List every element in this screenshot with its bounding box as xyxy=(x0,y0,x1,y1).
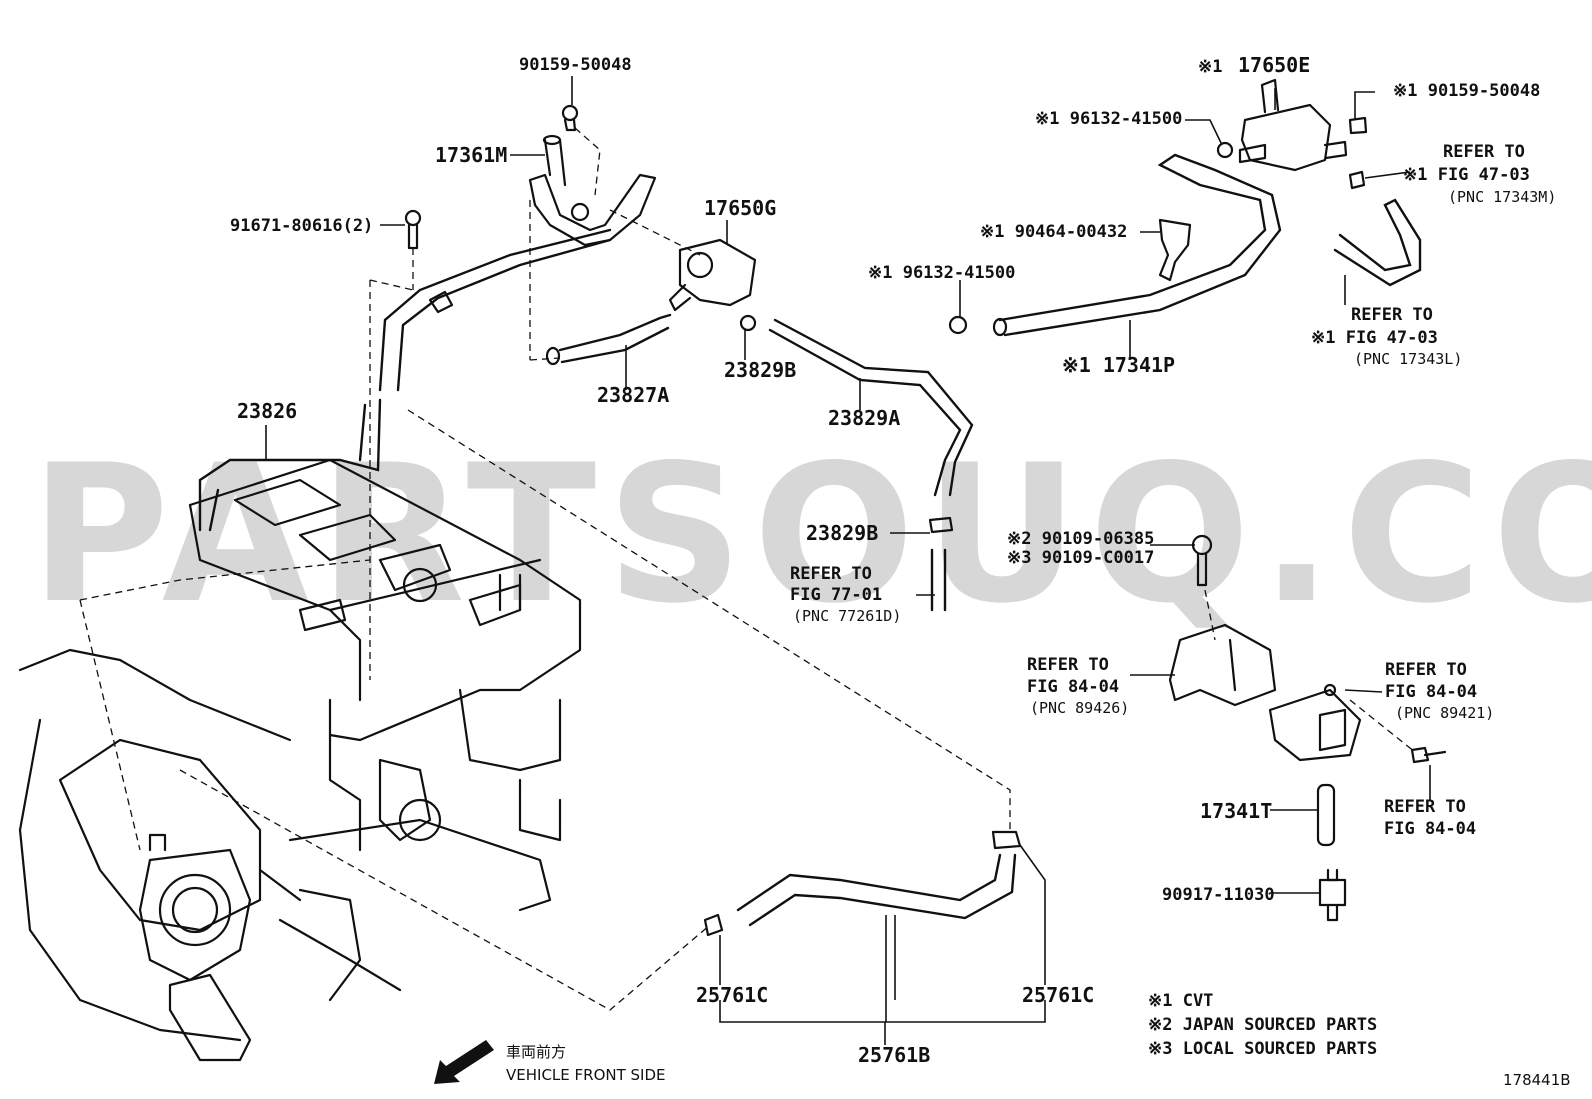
direction-label-japanese: 車両前方 xyxy=(506,1043,566,1061)
label-90109-C0017: ※3 90109-C0017 xyxy=(1007,548,1154,568)
label-23826: 23826 xyxy=(237,399,297,423)
ref-fig4703l-line3: (PNC 17343L) xyxy=(1354,350,1462,368)
label-23829B-upper: 23829B xyxy=(724,358,796,382)
ref-fig7701-line3: (PNC 77261D) xyxy=(793,607,901,625)
label-91671-80616: 91671-80616(2) xyxy=(230,216,373,236)
direction-arrow-icon xyxy=(434,1040,494,1084)
label-17650E: 17650E xyxy=(1238,53,1310,77)
ref-fig4703l-line1: REFER TO xyxy=(1351,305,1433,325)
sensor-group xyxy=(1168,534,1447,922)
ref-fig8404c-line2: FIG 84-04 xyxy=(1384,819,1476,839)
label-17361M: 17361M xyxy=(435,143,507,167)
ref-fig8404b-line1: REFER TO xyxy=(1385,660,1467,680)
vehicle-front-indicator: 車両前方 VEHICLE FRONT SIDE xyxy=(434,1040,666,1084)
ref-fig8404a-line2: FIG 84-04 xyxy=(1027,677,1119,697)
label-23827A: 23827A xyxy=(597,383,669,407)
direction-label-english: VEHICLE FRONT SIDE xyxy=(506,1066,666,1084)
ref-fig8404a-line1: REFER TO xyxy=(1027,655,1109,675)
ref-fig7701-line2: FIG 77-01 xyxy=(790,585,882,605)
legend: ※1 CVT ※2 JAPAN SOURCED PARTS ※3 LOCAL S… xyxy=(1148,991,1377,1059)
hose-25761B xyxy=(703,830,1022,937)
label-25761B: 25761B xyxy=(858,1043,930,1067)
label-90159-50048-right: ※1 90159-50048 xyxy=(1393,81,1540,101)
reference-callouts: REFER TO ※1 FIG 47-03 (PNC 17343M) REFER… xyxy=(790,142,1556,839)
part-labels: 90159-50048 17361M 91671-80616(2) 17650G… xyxy=(230,53,1540,1067)
label-17341P: ※1 17341P xyxy=(1062,353,1175,377)
valve-17650G xyxy=(545,238,974,612)
label-23829A: 23829A xyxy=(828,406,900,430)
label-25761C-left: 25761C xyxy=(696,983,768,1007)
ref-fig8404b-line2: FIG 84-04 xyxy=(1385,682,1477,702)
ref-fig4703m-line1: REFER TO xyxy=(1443,142,1525,162)
ref-fig4703l-line2: ※1 FIG 47-03 xyxy=(1311,328,1438,348)
legend-item-local: ※3 LOCAL SOURCED PARTS xyxy=(1148,1039,1377,1059)
legend-item-japan: ※2 JAPAN SOURCED PARTS xyxy=(1148,1015,1377,1035)
cvt-valve-group xyxy=(948,78,1422,337)
label-96132-41500-lower: ※1 96132-41500 xyxy=(868,263,1015,283)
engine-block xyxy=(18,458,582,1062)
label-23829B-lower: 23829B xyxy=(806,521,878,545)
label-90917-11030: 90917-11030 xyxy=(1162,885,1275,905)
label-90159-50048: 90159-50048 xyxy=(519,55,632,75)
label-90464-00432: ※1 90464-00432 xyxy=(980,222,1127,242)
label-96132-41500-upper: ※1 96132-41500 xyxy=(1035,109,1182,129)
bracket-assembly xyxy=(198,104,657,532)
label-17650G: 17650G xyxy=(704,196,776,220)
label-17341T: 17341T xyxy=(1200,799,1272,823)
label-90109-06385: ※2 90109-06385 xyxy=(1007,529,1154,549)
legend-item-cvt: ※1 CVT xyxy=(1148,991,1213,1011)
ref-fig7701-line1: REFER TO xyxy=(790,564,872,584)
ref-fig8404c-line1: REFER TO xyxy=(1384,797,1466,817)
label-25761C-right: 25761C xyxy=(1022,983,1094,1007)
ref-fig4703m-line3: (PNC 17343M) xyxy=(1448,188,1556,206)
leader-lines xyxy=(265,76,1431,1045)
ref-fig4703m-line2: ※1 FIG 47-03 xyxy=(1403,165,1530,185)
ref-fig8404b-line3: (PNC 89421) xyxy=(1395,704,1494,722)
guide-lines xyxy=(79,127,1416,1011)
label-17650E-mark: ※1 xyxy=(1198,57,1222,77)
ref-fig8404a-line3: (PNC 89426) xyxy=(1030,699,1129,717)
figure-code: 178441B xyxy=(1503,1071,1571,1089)
